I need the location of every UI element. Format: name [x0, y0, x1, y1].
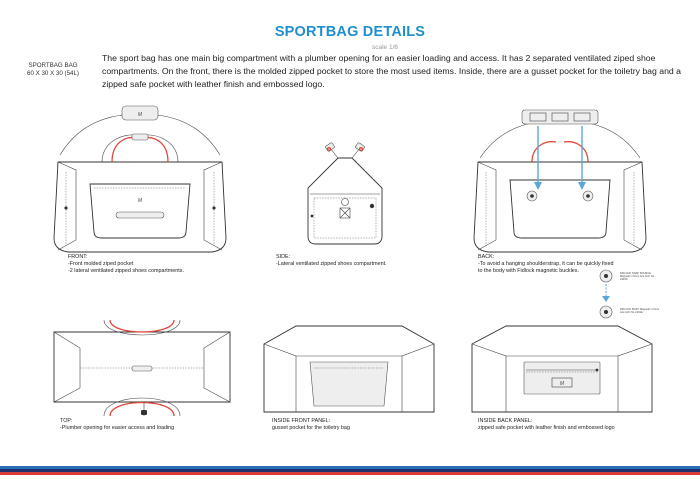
inside-front-drawing — [263, 325, 435, 413]
side-clip-ring-right — [358, 146, 364, 152]
top-caption: TOP: -Plumber opening for easier access … — [60, 418, 250, 432]
top-right-end — [203, 331, 231, 403]
back-handle-left — [531, 140, 557, 163]
front-left-zip-puller — [64, 206, 68, 210]
back-pad-segment-1 — [529, 112, 547, 122]
front-molded-pocket — [89, 183, 191, 239]
inside-front-gusset-pocket — [309, 361, 389, 407]
top-zip-puller — [131, 365, 153, 372]
inside-back-caption-line-1: zipped safe pocket with leather finish a… — [478, 425, 615, 431]
stripe-red — [0, 472, 700, 475]
back-left-panel — [477, 161, 497, 251]
front-left-panel — [57, 161, 77, 251]
side-view-drawing — [307, 142, 383, 245]
side-zip-puller — [310, 214, 314, 218]
side-clip-ring-left — [326, 146, 332, 152]
back-view-drawing — [473, 109, 647, 253]
fidlock-body-core — [604, 310, 608, 314]
back-arrow-right-head — [578, 182, 586, 190]
back-shoulder-strap — [479, 119, 641, 159]
stripe-navy — [0, 469, 700, 472]
front-view-drawing: M M — [53, 105, 227, 253]
side-caption: SIDE: -Lateral ventilated zipped shoes c… — [276, 254, 456, 268]
model-name: SPORTBAG BAG — [28, 62, 78, 69]
back-strap-pad — [521, 109, 599, 125]
front-caption: FRONT: -Front molded ziped pocket -2 lat… — [68, 254, 258, 275]
top-handle-upper — [103, 319, 181, 336]
back-caption-line-2: to the body with Fidlock magnetic buckle… — [478, 268, 579, 274]
front-pocket-slot — [115, 211, 165, 219]
model-size: 60 X 30 X 30 (54L) — [27, 70, 79, 77]
side-caption-title: SIDE: — [276, 254, 291, 260]
inside-front-caption-line-1: gusset pocket for the toiletry bag — [272, 425, 350, 431]
front-pad-logo: M — [138, 112, 143, 118]
front-handle-left — [111, 136, 137, 163]
back-caption: BACK: -To avoid a hanging shoulderstrap,… — [478, 254, 628, 275]
side-caption-line-1: -Lateral ventilated zipped shoes compart… — [276, 261, 387, 267]
top-handle-lower-red — [109, 401, 175, 417]
back-pad-segment-3 — [573, 112, 591, 122]
bottom-color-stripe — [0, 466, 700, 476]
inside-back-drawing: M — [471, 325, 653, 413]
back-handle-right — [563, 140, 589, 163]
fidlock-snap-core — [604, 274, 608, 278]
front-right-zip-puller — [212, 206, 216, 210]
side-zipper-outline — [313, 197, 377, 239]
top-handle-upper-red — [109, 319, 175, 333]
front-strap-pad — [121, 105, 159, 121]
front-handle-grip — [131, 133, 149, 141]
front-caption-line-1: -Front molded ziped pocket — [68, 261, 134, 267]
inside-back-caption: INSIDE BACK PANEL: zipped safe pocket wi… — [478, 418, 678, 432]
back-caption-line-1: -To avoid a hanging shoulderstrap, it ca… — [478, 261, 614, 267]
front-handle-right — [143, 136, 169, 163]
side-strap-lines — [329, 147, 361, 159]
fidlock-detail-drawing — [599, 269, 613, 319]
back-right-panel — [623, 161, 643, 251]
inside-back-zip-puller — [595, 368, 599, 372]
page-title: SPORTBAG DETAILS — [274, 24, 426, 40]
side-ring — [341, 198, 349, 206]
stripe-blue — [0, 466, 700, 469]
top-caption-title: TOP: — [60, 418, 73, 424]
fidlock-note-2: FIDLOCK BODY Magnetic 1.5mm Ace ACC NL 2… — [620, 308, 660, 315]
description-text: The sport bag has one main big compartme… — [102, 53, 681, 89]
back-fidlock-right-core — [586, 194, 590, 198]
side-vent-hole — [369, 203, 375, 209]
front-caption-line-2: -2 lateral ventilated zipped shoes compa… — [68, 268, 184, 274]
side-bag-body — [307, 157, 383, 245]
inside-back-logo-patch — [551, 377, 573, 388]
front-right-panel — [203, 161, 223, 251]
side-buckle-cross — [339, 207, 351, 219]
inside-back-logo: M — [560, 381, 565, 387]
inside-front-caption: INSIDE FRONT PANEL: gusset pocket for th… — [272, 418, 452, 432]
back-pad-segment-2 — [551, 112, 569, 122]
top-view-drawing — [53, 319, 231, 417]
fidlock-note-1: FIDLOCK SNAP SOURCE Magnetic 1.5mm Ace A… — [620, 272, 655, 282]
front-caption-title: FRONT: — [68, 254, 88, 260]
back-caption-title: BACK: — [478, 254, 495, 260]
top-zip-tab — [141, 410, 147, 415]
side-buckle-box — [339, 207, 351, 219]
top-caption-line-1: -Plumber opening for easier access and l… — [60, 425, 175, 431]
front-pocket-logo: M — [138, 198, 143, 204]
scale-label: scale 1/6 — [372, 44, 399, 51]
fidlock-arrow-head — [602, 296, 610, 302]
back-panel — [509, 179, 611, 239]
model-info: SPORTBAG BAG 60 X 30 X 30 (54L) — [22, 62, 84, 78]
inside-back-caption-title: INSIDE BACK PANEL: — [478, 418, 533, 424]
inside-front-caption-title: INSIDE FRONT PANEL: — [272, 418, 331, 424]
back-arrow-left-head — [534, 182, 542, 190]
back-fidlock-left-core — [530, 194, 534, 198]
